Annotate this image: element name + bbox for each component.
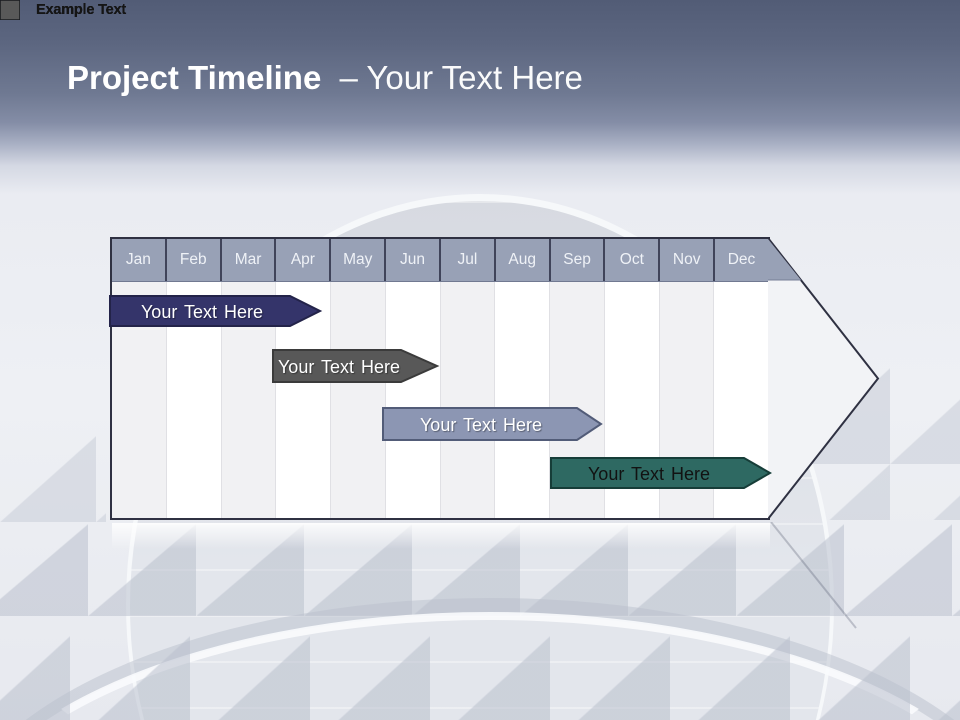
month-cell: Nov	[660, 239, 716, 281]
month-cell: Feb	[167, 239, 222, 281]
building-balconies-left	[0, 436, 106, 522]
task-bar-label: Your Text Here	[141, 302, 263, 322]
month-column	[440, 282, 496, 518]
month-cell: Oct	[605, 239, 661, 281]
month-cell: May	[331, 239, 387, 281]
table-reflection	[112, 523, 770, 549]
month-cell: Jul	[441, 239, 496, 281]
month-cell: Dec	[727, 251, 756, 268]
task-bar-2: Your Text Here	[272, 349, 440, 383]
month-cell: Jun	[386, 239, 441, 281]
month-column	[385, 282, 441, 518]
month-cell: Mar	[222, 239, 277, 281]
arrow-reflection-line	[770, 522, 857, 629]
legend-label: Example Text	[36, 2, 127, 18]
task-bar-label: Your Text Here	[420, 415, 542, 435]
legend-label: Example Text	[36, 2, 127, 18]
legend-label: Example Text	[36, 2, 127, 18]
legend-item-4: Example Text	[0, 0, 126, 20]
month-cell: Jan	[112, 239, 167, 281]
month-cell: Apr	[276, 239, 332, 281]
month-column	[331, 282, 386, 518]
month-cell: Sep	[551, 239, 606, 281]
slide-title-bold: Project Timeline	[67, 59, 322, 96]
building-balconies-row2	[0, 636, 960, 720]
task-bar-4: Your Text Here	[550, 457, 773, 489]
task-bar-label: Your Text Here	[278, 357, 400, 377]
timeline-arrowhead	[768, 237, 880, 520]
month-column	[495, 282, 550, 518]
building-arc-white	[0, 612, 960, 720]
task-bar-1: Your Text Here	[109, 295, 323, 327]
month-header-row: Jan Feb Mar Apr May Jun Jul Aug Sep Oct …	[112, 239, 768, 282]
task-bar-label: Your Text Here	[588, 464, 710, 484]
timeline-chart: Jan Feb Mar Apr May Jun Jul Aug Sep Oct …	[109, 237, 890, 527]
slide-title-regular: – Your Text Here	[339, 59, 583, 96]
task-bar-3: Your Text Here	[382, 407, 603, 441]
legend-label: Example Text	[36, 2, 127, 18]
legend-swatch-icon	[0, 0, 20, 20]
slide-title: Project Timeline – Your Text Here	[67, 58, 583, 98]
month-cell: Aug	[496, 239, 551, 281]
